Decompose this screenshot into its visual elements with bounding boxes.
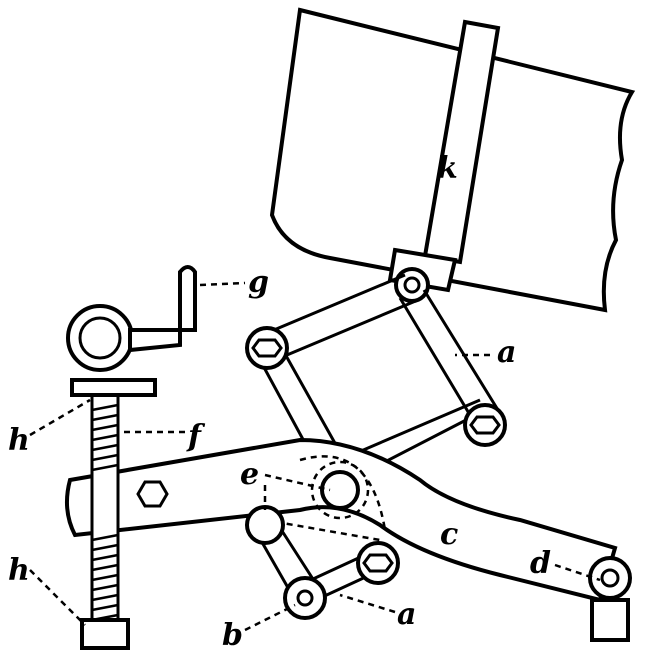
nut-hex-2 [469,415,501,435]
label-c: c [440,517,458,552]
label-f: f [186,419,206,454]
leader-lines [29,281,601,632]
arm-hidden-lines [264,455,387,542]
nut-hex-4 [362,553,394,573]
label-d: d [530,546,551,581]
strap-k [422,19,501,265]
label-a-upper: a [497,335,516,370]
pivot-b [283,576,327,620]
lever-g [128,265,197,353]
clamp-ring-inner [78,316,122,360]
arm-c [64,437,618,603]
nut-hex-1 [251,338,283,358]
pivot-nut-1 [245,326,289,370]
screw-nut [80,618,130,650]
arm-e-dashed [310,460,370,520]
label-h-upper: h [8,423,30,458]
label-e: e [240,457,259,492]
screw-threads [91,403,119,622]
pivot-nut-3 [245,505,285,545]
pivot-d [588,556,632,600]
pivot-nut-2 [463,403,507,447]
clamp-bracket [70,378,157,397]
label-h-lower: h [8,553,30,588]
link-upper-2 [398,289,500,416]
label-k: k [437,151,458,186]
arm-e-pivot [320,470,360,510]
link-upper-1 [261,273,419,362]
pivot-b-hole [296,589,314,607]
bolt-d [590,598,630,642]
label-a-lower: a [397,597,416,632]
clamp-ring [66,304,134,372]
label-b: b [222,618,243,653]
pivot-d-hole [600,568,620,588]
label-g: g [248,265,269,300]
strap-pivot [394,267,430,303]
strap-pivot-hole [403,276,421,294]
pivot-nut-4 [356,541,400,585]
arm-nut [136,480,169,508]
